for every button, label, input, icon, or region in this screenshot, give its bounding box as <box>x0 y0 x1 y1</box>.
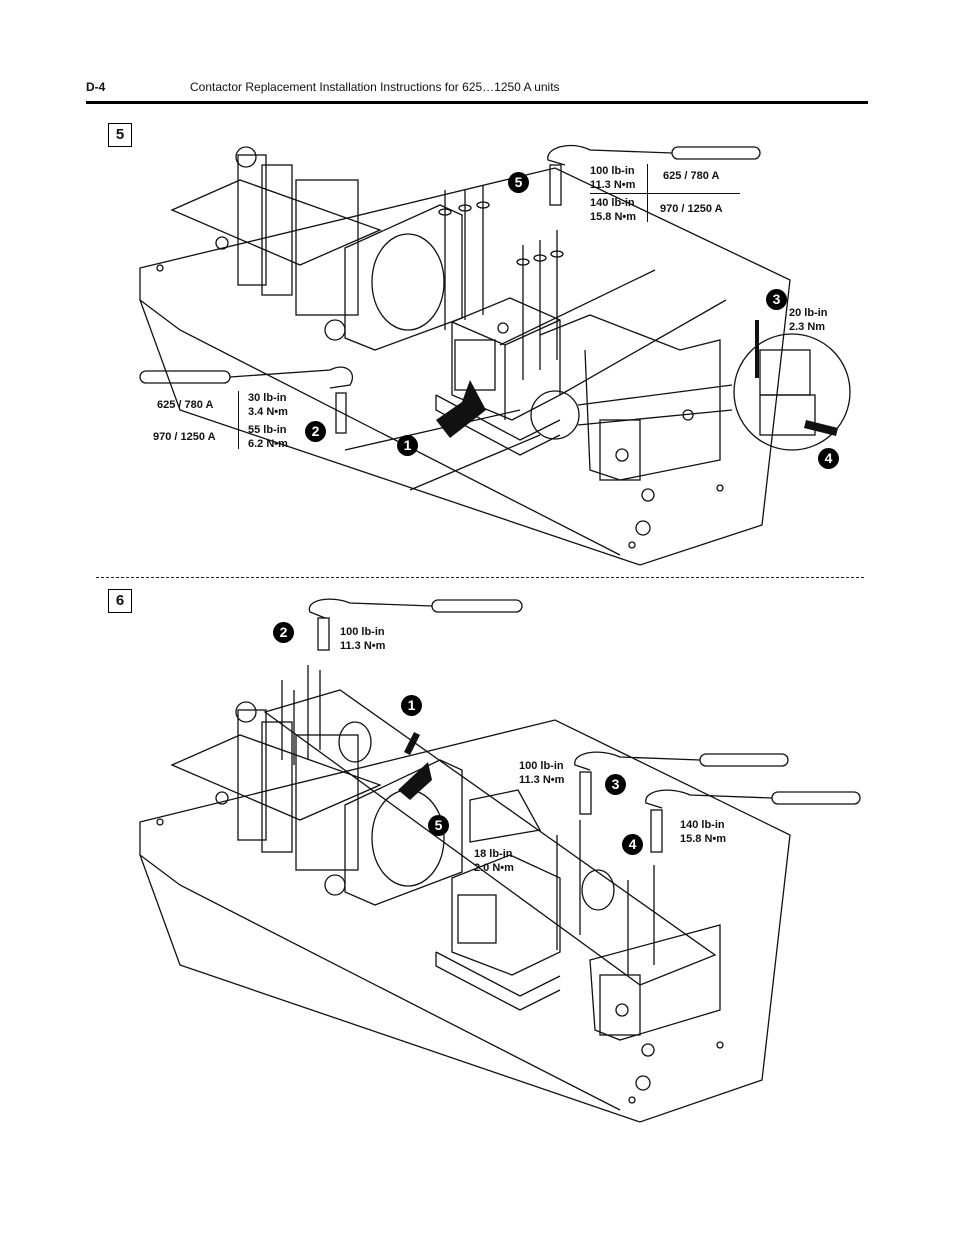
step6-bullet-4: 4 <box>622 834 643 855</box>
page-header-title: Contactor Replacement Installation Instr… <box>190 80 560 94</box>
page-number: D-4 <box>86 80 106 94</box>
step5-bullet-5: 5 <box>508 172 529 193</box>
torque-top-row2-rating: 970 / 1250 A <box>660 203 723 215</box>
step5-bullet-2: 2 <box>305 421 326 442</box>
header-rule <box>86 101 868 104</box>
step6-bullet-3: 3 <box>605 774 626 795</box>
step5-bullet-1: 1 <box>397 435 418 456</box>
torque-left-row2-rating: 970 / 1250 A <box>153 431 216 443</box>
torque-top-divider-h <box>590 193 740 194</box>
step5-bullet-3: 3 <box>766 289 787 310</box>
step-6-label: 6 <box>108 589 132 613</box>
step-separator <box>96 577 864 578</box>
torque-top-row1-rating: 625 / 780 A <box>663 170 720 182</box>
torque-left-divider-v <box>238 391 239 449</box>
torque-left-row1-rating: 625 / 780 A <box>157 399 214 411</box>
step-5-label: 5 <box>108 123 132 147</box>
step5-bullet-4: 4 <box>818 448 839 469</box>
torque-top-divider-v <box>647 164 648 222</box>
step6-bullet-2: 2 <box>273 622 294 643</box>
step6-bullet-1: 1 <box>401 695 422 716</box>
step6-bullet-5: 5 <box>428 815 449 836</box>
